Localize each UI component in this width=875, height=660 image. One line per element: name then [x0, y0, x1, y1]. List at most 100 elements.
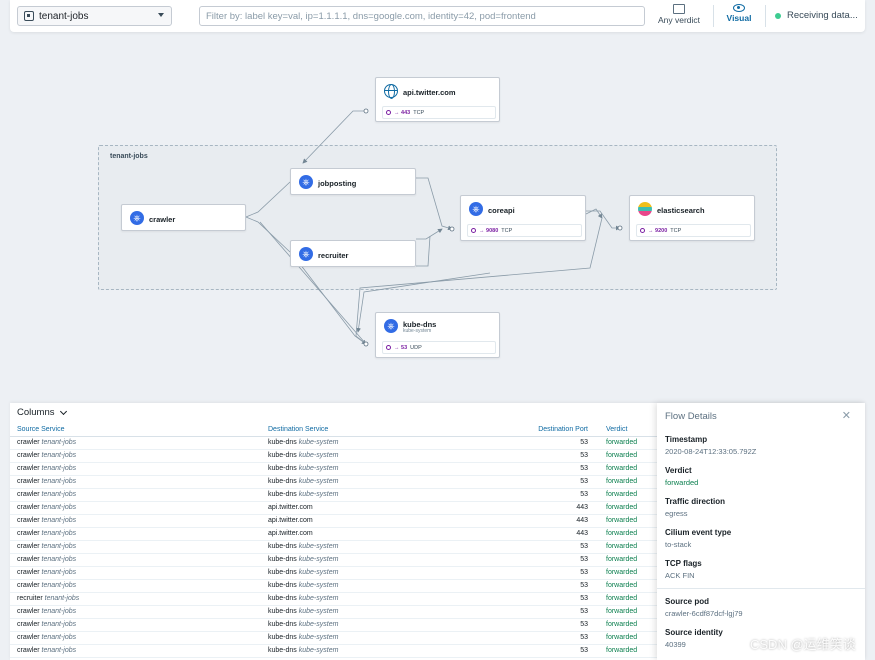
node-kube-dns[interactable]: ⎈ kube-dns kube-system → 53 UDP [375, 312, 500, 358]
verdict-value: forwarded [606, 582, 638, 589]
table-row[interactable]: crawler tenant-jobs kube-dns kube-system… [10, 631, 657, 645]
table-row[interactable]: crawler tenant-jobs kube-dns kube-system… [10, 488, 657, 502]
verdict-filter-button[interactable]: Any verdict [653, 3, 705, 29]
column-header-source[interactable]: Source Service [10, 423, 261, 437]
port-proto: TCP [670, 227, 682, 234]
node-title: jobposting [318, 179, 357, 188]
cell-verdict: forwarded [596, 449, 657, 463]
edge-recruiter-coreapi-2 [416, 235, 431, 267]
destination-namespace: kube-system [298, 491, 339, 498]
cell-verdict: forwarded [596, 592, 657, 606]
destination-port: 53 [580, 608, 588, 615]
filter-input[interactable] [199, 6, 645, 26]
table-row[interactable]: crawler tenant-jobs kube-dns kube-system… [10, 644, 657, 658]
column-header-port[interactable]: Destination Port [461, 423, 596, 437]
verdict-filter-label: Any verdict [657, 15, 701, 25]
node-coreapi[interactable]: ⎈ coreapi → 9080 TCP [460, 195, 586, 241]
table-row[interactable]: crawler tenant-jobs kube-dns kube-system… [10, 540, 657, 554]
verdict-value: forwarded [606, 478, 638, 485]
detail-tcp-flags: TCP flags ACK FIN [665, 559, 702, 580]
destination-port: 53 [580, 543, 588, 550]
destination-port: 53 [580, 595, 588, 602]
namespace-select[interactable]: tenant-jobs [17, 6, 172, 26]
source-namespace: tenant-jobs [41, 452, 77, 459]
divider [713, 5, 714, 27]
source-service: crawler [17, 439, 40, 446]
table-row[interactable]: crawler tenant-jobs kube-dns kube-system… [10, 579, 657, 593]
cell-source: recruiter tenant-jobs [10, 592, 261, 606]
table-row[interactable]: crawler tenant-jobs kube-dns kube-system… [10, 436, 657, 450]
verdict-value: forwarded [606, 543, 638, 550]
source-service: crawler [17, 517, 40, 524]
table-row[interactable]: crawler tenant-jobs kube-dns kube-system… [10, 618, 657, 632]
verdict-value: forwarded [606, 621, 638, 628]
node-namespace: kube-system [403, 328, 432, 334]
source-namespace: tenant-jobs [41, 543, 77, 550]
source-service: crawler [17, 556, 40, 563]
destination-namespace: kube-system [298, 582, 339, 589]
verdict-value: forwarded [606, 634, 638, 641]
source-namespace: tenant-jobs [41, 556, 77, 563]
detail-value: forwarded [665, 478, 699, 487]
node-crawler[interactable]: ⎈ crawler [121, 204, 246, 231]
cell-verdict: forwarded [596, 631, 657, 645]
cell-source: crawler tenant-jobs [10, 449, 261, 463]
port-proto: TCP [413, 109, 425, 116]
detail-value: 2020-08-24T12:33:05.792Z [665, 447, 757, 456]
node-jobposting[interactable]: ⎈ jobposting [290, 168, 416, 195]
cell-destination: api.twitter.com [261, 514, 461, 528]
table-row[interactable]: crawler tenant-jobs kube-dns kube-system… [10, 605, 657, 619]
edge-jobposting-twitter [302, 110, 366, 164]
close-icon[interactable]: ✕ [841, 410, 851, 422]
port-proto: TCP [501, 227, 513, 234]
flows-table-body: crawler tenant-jobs kube-dns kube-system… [10, 436, 657, 658]
namespace-box-label: tenant-jobs [110, 153, 148, 160]
table-row[interactable]: crawler tenant-jobs kube-dns kube-system… [10, 553, 657, 567]
cell-port: 53 [461, 488, 596, 502]
column-header-destination[interactable]: Destination Service [261, 423, 461, 437]
detail-label: Source pod [665, 597, 710, 606]
table-row[interactable]: crawler tenant-jobs api.twitter.com 443 … [10, 501, 657, 515]
destination-service: kube-dns [268, 608, 297, 615]
destination-namespace: kube-system [298, 556, 339, 563]
cell-port: 53 [461, 553, 596, 567]
columns-button[interactable]: Columns [17, 407, 67, 418]
destination-port: 53 [580, 621, 588, 628]
map-edges [245, 108, 623, 347]
port-number: 9200 [655, 227, 668, 234]
edge-coreapi-elasticsearch [586, 210, 621, 231]
table-row[interactable]: crawler tenant-jobs api.twitter.com 443 … [10, 527, 657, 541]
visual-toggle-button[interactable]: Visual [720, 3, 758, 29]
destination-port: 53 [580, 647, 588, 654]
cell-verdict: forwarded [596, 644, 657, 658]
cell-port: 53 [461, 592, 596, 606]
node-elasticsearch[interactable]: elasticsearch → 9200 TCP [629, 195, 755, 241]
table-row[interactable]: crawler tenant-jobs kube-dns kube-system… [10, 566, 657, 580]
cell-destination: kube-dns kube-system [261, 462, 461, 476]
flows-panel: Columns Source Service Destination Servi… [10, 403, 865, 660]
cell-port: 443 [461, 514, 596, 528]
destination-namespace: kube-system [298, 543, 339, 550]
detail-label: Timestamp [665, 435, 708, 444]
verdict-value: forwarded [606, 608, 638, 615]
table-row[interactable]: crawler tenant-jobs kube-dns kube-system… [10, 475, 657, 489]
source-namespace: tenant-jobs [41, 634, 77, 641]
globe-icon [384, 84, 398, 99]
detail-timestamp: Timestamp 2020-08-24T12:33:05.792Z [665, 435, 756, 456]
table-row[interactable]: crawler tenant-jobs api.twitter.com 443 … [10, 514, 657, 528]
destination-port: 53 [580, 491, 588, 498]
table-row[interactable]: crawler tenant-jobs kube-dns kube-system… [10, 449, 657, 463]
table-row[interactable]: crawler tenant-jobs kube-dns kube-system… [10, 462, 657, 476]
cell-port: 53 [461, 579, 596, 593]
column-header-verdict[interactable]: Verdict [596, 423, 657, 437]
detail-label: Source identity [665, 628, 723, 637]
cell-source: crawler tenant-jobs [10, 566, 261, 580]
service-map[interactable]: tenant-jobs [0, 36, 875, 396]
node-api-twitter[interactable]: api.twitter.com → 443 TCP [375, 77, 500, 122]
destination-service: kube-dns [268, 465, 297, 472]
node-recruiter[interactable]: ⎈ recruiter [290, 240, 416, 267]
cell-source: crawler tenant-jobs [10, 618, 261, 632]
destination-port: 53 [580, 634, 588, 641]
source-service: crawler [17, 452, 40, 459]
table-row[interactable]: recruiter tenant-jobs kube-dns kube-syst… [10, 592, 657, 606]
